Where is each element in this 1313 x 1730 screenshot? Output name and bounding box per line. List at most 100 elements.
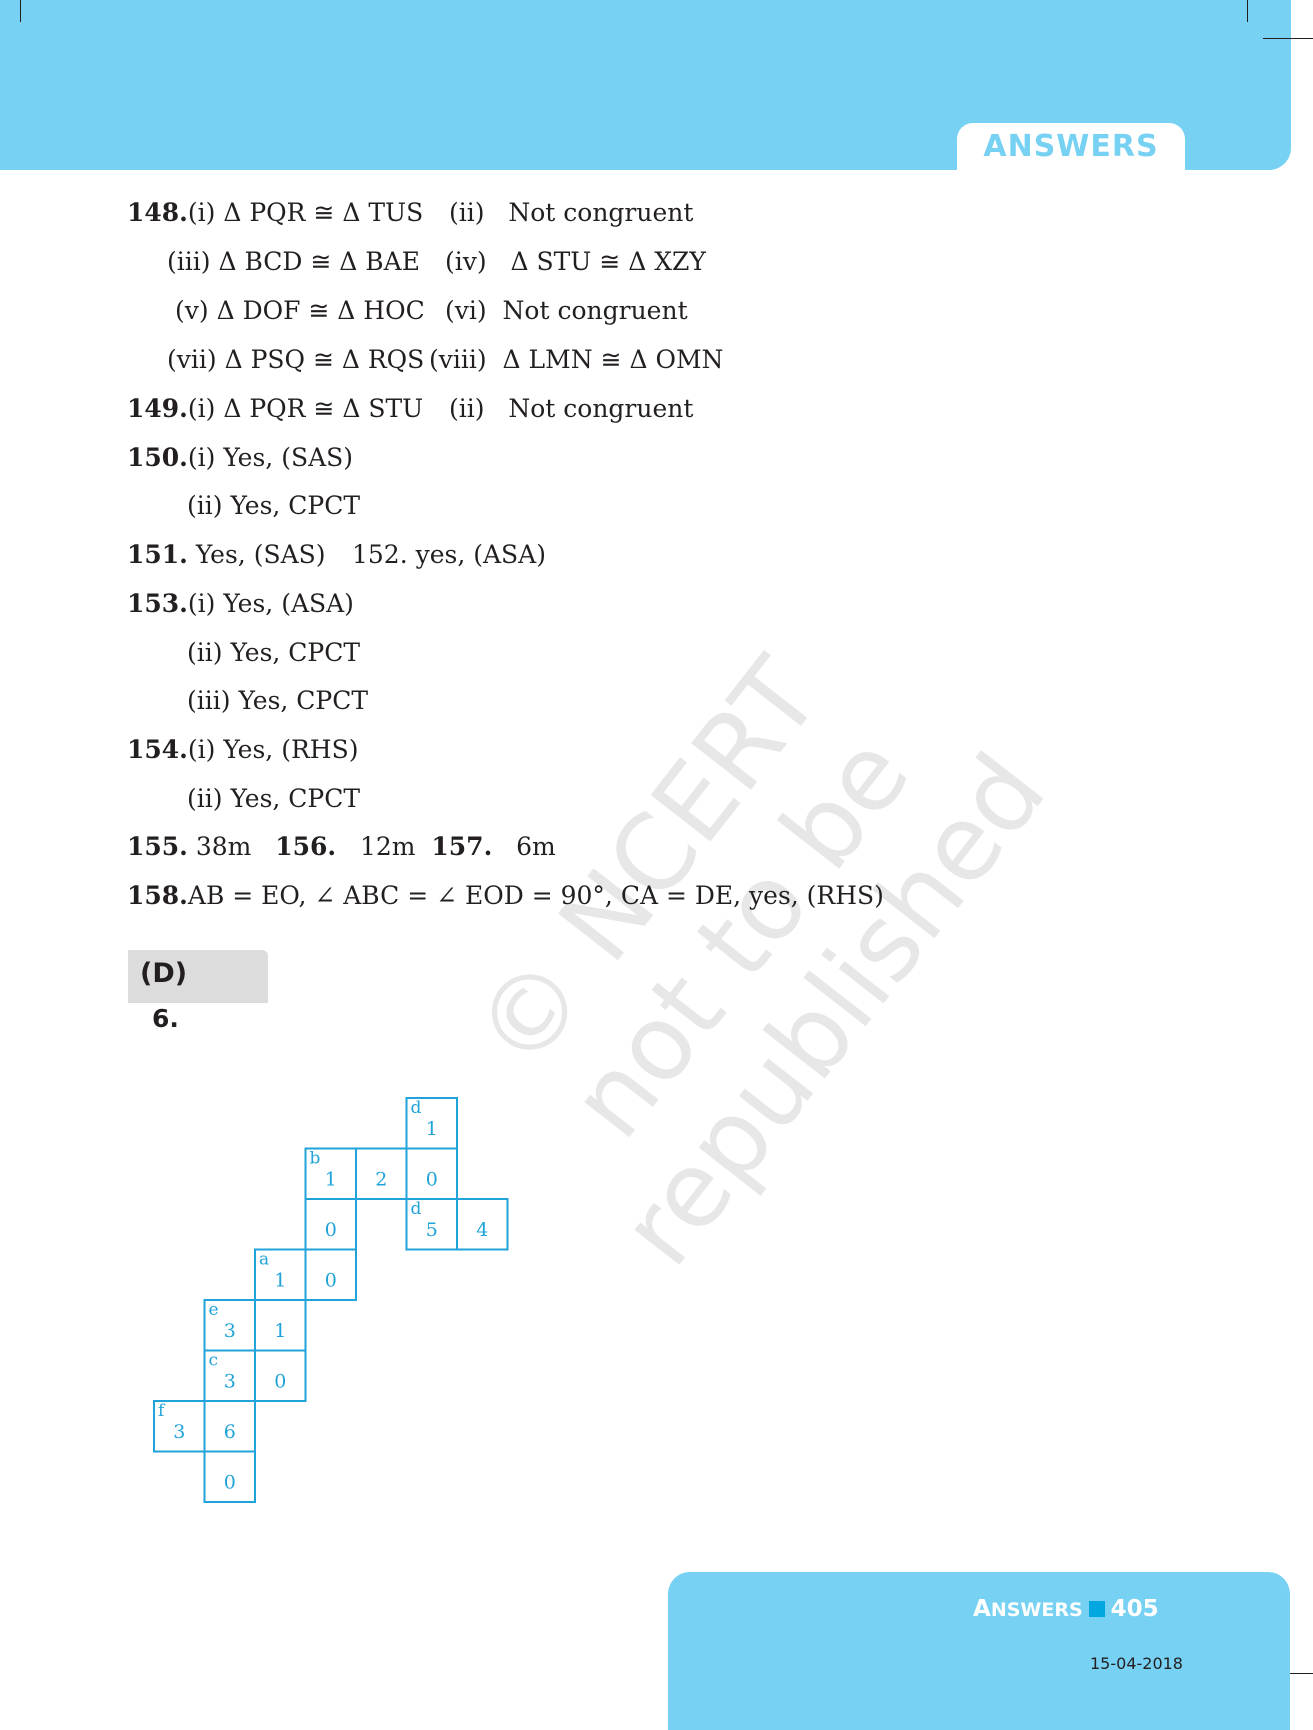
part-label: (vi) [445,296,487,325]
answer-text: (vii) Δ PSQ ≅ Δ RQS [167,345,425,374]
answer-text: (ii) Yes, CPCT [187,491,361,520]
answer-text: 6m [516,832,556,861]
footer-band: ANSWERS 405 15-04-2018 [668,1572,1290,1730]
answer-148-vi: (vi) Not congruent [445,296,688,326]
crossword-digit: 0 [224,1472,236,1494]
answer-number: 154. [127,735,188,764]
answer-text: Not congruent [502,296,688,325]
crossword-digit: 1 [274,1320,286,1342]
answer-153: 153.(i) Yes, (ASA) [127,589,354,619]
crop-mark-right-top [1263,38,1313,39]
crop-mark-top-left [20,0,21,22]
crossword-digit: 4 [476,1219,488,1241]
question-number: 6. [152,1004,179,1033]
answers-tab: ANSWERS [957,123,1185,170]
crossword-cell [304,1248,357,1301]
answer-number: 148. [127,198,188,227]
crossword-cell [203,1450,256,1503]
answer-number: 151. [127,540,188,569]
answer-text: Yes, (SAS) [195,540,326,569]
crossword-digit: 0 [274,1371,286,1393]
answer-number: 150. [127,443,188,472]
answer-text: (i) Yes, (ASA) [187,589,354,618]
answer-number: 155. [127,832,188,861]
answer-text: (iii) Δ BCD ≅ Δ BAE [167,247,420,276]
answer-text: (v) Δ DOF ≅ Δ HOC [175,296,425,325]
answer-text: AB = EO, ∠ ABC = ∠ EOD = 90°, CA = DE, y… [187,881,884,910]
answer-text: (i) Yes, (SAS) [187,443,354,472]
footer-date: 15-04-2018 [1090,1654,1183,1673]
answer-153-iii: (iii) Yes, CPCT [187,686,368,716]
answer-text: Not congruent [508,394,694,423]
answer-number: 149. [127,394,188,423]
crossword-digit: 1 [325,1169,337,1191]
answer-text: (i) Δ PQR ≅ Δ TUS [187,198,424,227]
answer-148-v: (v) Δ DOF ≅ Δ HOC [175,296,425,326]
crossword-clue-letter: a [259,1250,269,1270]
crossword-digit: 3 [224,1371,236,1393]
part-label: (iv) [445,247,487,276]
crossword-clue-letter: b [310,1149,321,1169]
crossword-digit: 6 [224,1421,236,1443]
answer-149: 149.(i) Δ PQR ≅ Δ STU [127,394,423,424]
answer-148-iv: (iv) Δ STU ≅ Δ XZY [445,247,706,277]
answer-150: 150.(i) Yes, (SAS) [127,443,353,473]
answer-150-ii: (ii) Yes, CPCT [187,491,360,521]
part-label: (ii) [449,198,485,227]
crossword-clue-letter: d [411,1199,422,1219]
answer-148-vii: (vii) Δ PSQ ≅ Δ RQS [167,345,424,375]
crossword-digit: 2 [375,1169,387,1191]
crossword-cell [254,1349,307,1402]
answer-151: 151. Yes, (SAS) [127,540,326,570]
page-number: 405 [1110,1596,1159,1622]
crossword-digit: 0 [325,1219,337,1241]
answer-text: (i) Δ PQR ≅ Δ STU [187,394,424,423]
answer-number: 156. [275,832,337,861]
answer-text: (ii) Yes, CPCT [187,638,361,667]
crossword-clue-letter: e [209,1300,219,1320]
answer-148-viii: (viii) Δ LMN ≅ Δ OMN [429,345,723,375]
answer-text: (iii) Yes, CPCT [187,686,369,715]
section-label: (D) [140,958,188,989]
crossword-cell [456,1198,509,1251]
part-label: (viii) [429,345,487,374]
answer-number: 158. [127,881,188,910]
crossword-digit: 3 [224,1320,236,1342]
answer-154-ii: (ii) Yes, CPCT [187,784,360,814]
answer-154: 154.(i) Yes, (RHS) [127,735,358,765]
footer-label-initial: A [973,1596,991,1622]
answer-number: 153. [127,589,188,618]
footer-square-icon [1088,1601,1105,1617]
crossword-digit: 0 [426,1169,438,1191]
answer-text: (i) Yes, (RHS) [187,735,359,764]
answer-text: 12m [359,832,416,861]
answer-number: 157. [431,832,493,861]
part-label: (ii) [449,394,485,423]
crossword-digit: 5 [426,1219,438,1241]
answer-155-157: 155. 38m 156. 12m 157. 6m [127,832,556,862]
answer-text: Δ STU ≅ Δ XZY [510,247,706,276]
crop-mark-top-right [1247,0,1248,22]
crossword-digit: 3 [173,1421,185,1443]
crossword-digit: 1 [426,1118,438,1140]
section-heading: (D) [128,950,268,1003]
footer-label-rest: NSWERS [990,1599,1083,1621]
footer-title: ANSWERS 405 [973,1596,1159,1622]
crossword-digit: 1 [274,1270,286,1292]
answer-148-iii: (iii) Δ BCD ≅ Δ BAE [167,247,420,277]
answer-149-ii: (ii) Not congruent [449,394,693,424]
crossword-clue-letter: d [411,1098,422,1118]
answer-158: 158.AB = EO, ∠ ABC = ∠ EOD = 90°, CA = D… [127,881,884,911]
answer-148-line-1: 148.(i) Δ PQR ≅ Δ TUS [127,198,423,228]
answer-text: Δ LMN ≅ Δ OMN [502,345,724,374]
answer-text: Not congruent [508,198,694,227]
answers-tab-label: ANSWERS [983,129,1159,164]
answer-148-ii: (ii) Not congruent [449,198,693,228]
answer-text: (ii) Yes, CPCT [187,784,361,813]
answer-153-ii: (ii) Yes, CPCT [187,638,360,668]
crossword-digit: 0 [325,1270,337,1292]
answer-text: 152. yes, (ASA) [352,540,546,569]
crossword-clue-letter: c [209,1351,219,1371]
answer-152: 152. yes, (ASA) [352,540,546,570]
